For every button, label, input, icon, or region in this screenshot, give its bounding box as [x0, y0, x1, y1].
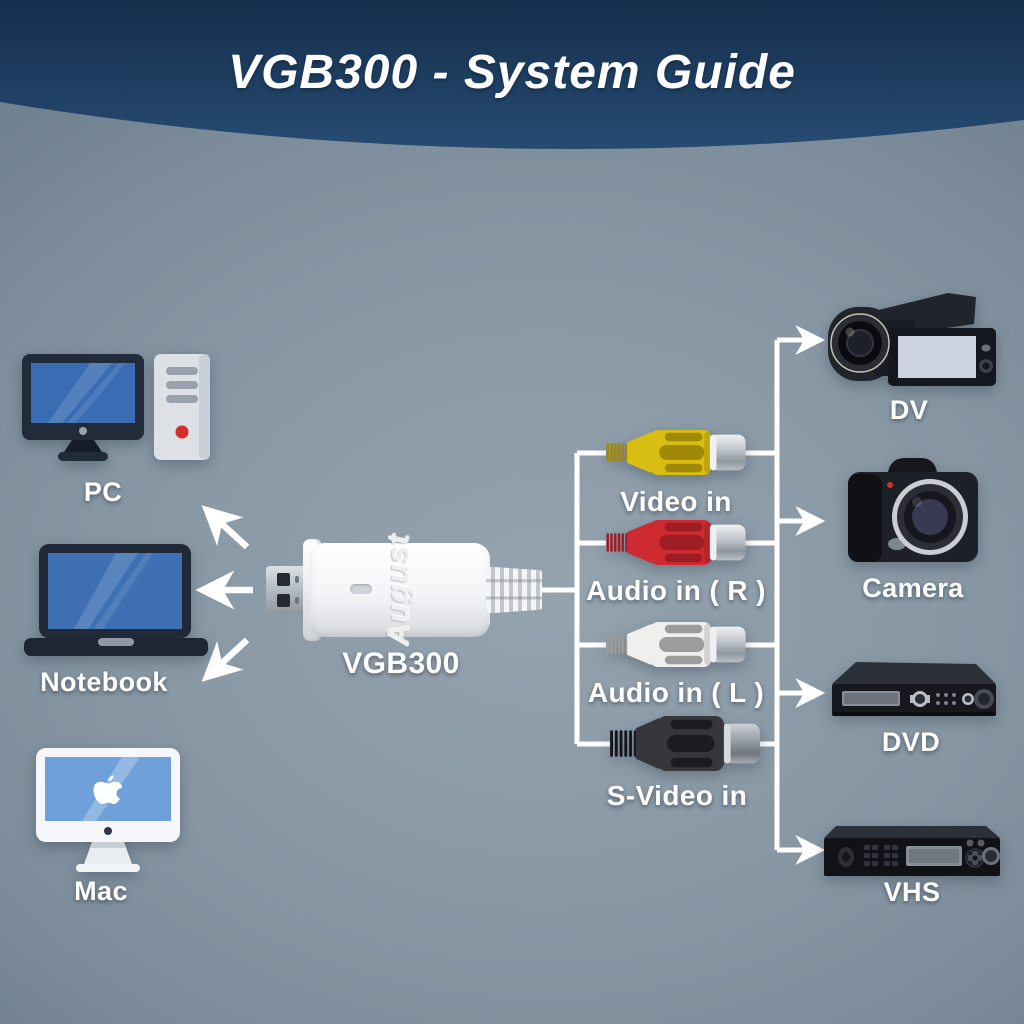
dv-camcorder-icon	[828, 293, 996, 386]
adapter-led-indicator	[350, 584, 372, 594]
page-title: VGB300 - System Guide	[228, 46, 796, 99]
camcorder-lens	[830, 313, 890, 373]
s-video-in-label: S-Video in	[606, 780, 748, 811]
output-arrows	[777, 325, 826, 865]
dv-label: DV	[889, 395, 929, 425]
camera-lens	[892, 479, 968, 555]
dvd-player-icon	[832, 662, 996, 716]
adapter-body	[310, 543, 490, 637]
dvd-label: DVD	[881, 727, 941, 757]
adapter-model-label: VGB300	[342, 647, 460, 680]
usb-contact	[295, 576, 299, 583]
video-in-label: Video in	[620, 486, 732, 517]
arrow-to-mac	[201, 637, 250, 682]
notebook-icon	[24, 544, 208, 656]
audio-in-l-label: Audio in ( L )	[587, 677, 765, 708]
usb-contact	[295, 597, 299, 604]
usb-pin-hole	[277, 594, 290, 607]
camera-label: Camera	[862, 573, 964, 603]
cable-strain-relief	[486, 566, 542, 614]
s-video-in-connector-icon	[610, 716, 760, 771]
pc-icon	[22, 354, 210, 461]
apple-logo-icon	[93, 775, 128, 804]
audio-in-r-label: Audio in ( R )	[586, 575, 766, 606]
pc-label: PC	[83, 477, 123, 507]
arrow-to-pc	[201, 505, 250, 550]
input-arrows	[195, 505, 253, 682]
camera-icon	[848, 458, 978, 562]
header-banner	[0, 0, 1024, 150]
vhs-label: VHS	[883, 877, 941, 907]
vhs-player-icon	[824, 826, 1000, 876]
usb-pin-hole	[277, 573, 290, 586]
adapter-brand-logo: August	[380, 533, 415, 647]
video-in-connector-icon	[606, 429, 746, 476]
mac-label: Mac	[74, 876, 128, 906]
notebook-label: Notebook	[40, 667, 168, 697]
audio-in-r-connector-icon	[606, 519, 746, 566]
audio-in-l-connector-icon	[606, 621, 746, 668]
mac-icon	[36, 748, 180, 872]
